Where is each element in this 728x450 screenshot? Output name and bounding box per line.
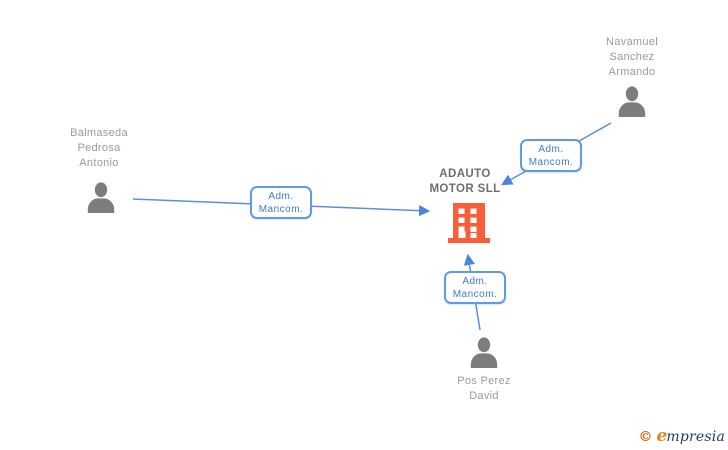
person-label-navamuel[interactable]: Navamuel Sanchez Armando [572, 35, 692, 80]
relation-box-balmaseda: Adm. Mancom. [250, 186, 312, 219]
company-building-icon[interactable] [447, 200, 491, 244]
person-name-line: David [469, 390, 499, 402]
person-name-line: Sanchez [609, 51, 655, 63]
person-label-balmaseda[interactable]: Balmaseda Pedrosa Antonio [39, 126, 159, 171]
company-label[interactable]: ADAUTO MOTOR SLL [400, 167, 530, 197]
brand-initial: e [656, 426, 668, 446]
brand-rest: mpresia [666, 429, 725, 445]
company-name-line: MOTOR SLL [429, 183, 501, 195]
person-name-line: Antonio [79, 157, 119, 169]
relation-label-line: Adm. [462, 275, 488, 287]
person-icon-balmaseda[interactable] [85, 182, 117, 214]
person-icon-navamuel[interactable] [616, 86, 648, 118]
company-name-line: ADAUTO [439, 168, 491, 180]
relation-label-line: Mancom. [258, 203, 304, 215]
copyright-icon: © [638, 429, 653, 445]
person-icon-pos[interactable] [468, 337, 500, 369]
person-name-line: Navamuel [606, 36, 658, 48]
relation-label-line: Adm. [538, 143, 564, 155]
person-name-line: Armando [608, 66, 656, 78]
person-name-line: Balmaseda [70, 127, 128, 139]
relation-box-pos: Adm. Mancom. [444, 271, 506, 304]
empresia-logo[interactable]: © empresia [639, 426, 725, 446]
relation-label-line: Mancom. [528, 156, 574, 168]
person-label-pos[interactable]: Pos Perez David [424, 374, 544, 404]
relation-box-navamuel: Adm. Mancom. [520, 139, 582, 172]
brand-wordmark: empresia [657, 426, 725, 446]
relation-label-line: Mancom. [452, 288, 498, 300]
person-name-line: Pedrosa [77, 142, 121, 154]
person-name-line: Pos Perez [457, 375, 511, 387]
relation-label-line: Adm. [268, 190, 294, 202]
